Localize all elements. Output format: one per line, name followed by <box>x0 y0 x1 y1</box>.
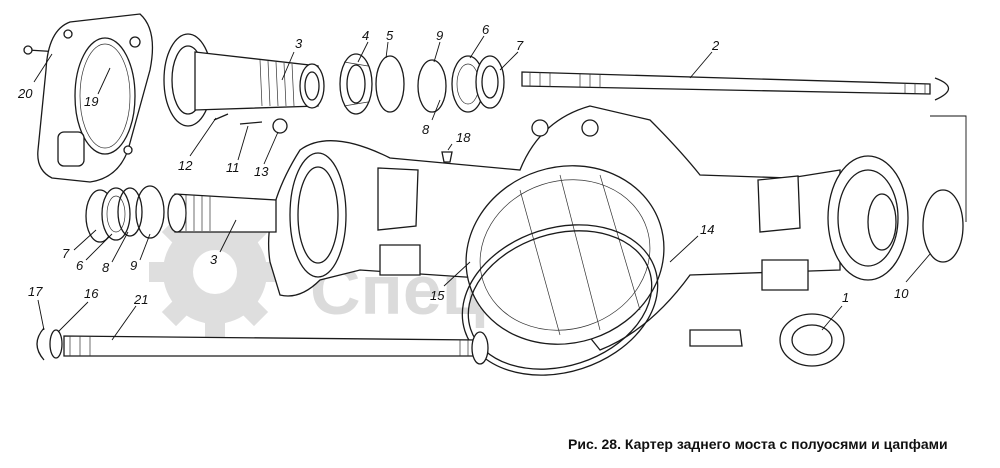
callout-15: 15 <box>430 288 445 303</box>
callout-6-lower: 6 <box>76 258 84 273</box>
callout-5: 5 <box>386 28 394 43</box>
callout-18: 18 <box>456 130 471 145</box>
callout-20: 20 <box>17 86 33 101</box>
part-15-gasket <box>461 224 659 376</box>
callout-17: 17 <box>28 284 43 299</box>
callout-13: 13 <box>254 164 269 179</box>
callout-9-upper: 9 <box>436 28 443 43</box>
callout-10: 10 <box>894 286 909 301</box>
callout-labels: 20 19 3 4 5 9 6 7 8 2 12 11 13 18 7 6 8 … <box>17 22 909 307</box>
part-4-bearing <box>339 53 373 115</box>
callout-11: 11 <box>226 160 240 175</box>
callout-7-lower: 7 <box>62 246 70 261</box>
part-16-washer <box>49 329 63 359</box>
part-2-axle-shaft-upper <box>521 71 950 101</box>
callout-2: 2 <box>711 38 720 53</box>
part-19-flange-plate <box>37 13 154 183</box>
part-3-trunnion-lower <box>167 193 277 233</box>
part-10-ring <box>922 189 964 263</box>
callout-7-upper: 7 <box>516 38 524 53</box>
callout-9-lower: 9 <box>130 258 137 273</box>
part-8-ring-lower <box>117 187 143 237</box>
callout-21: 21 <box>133 292 148 307</box>
part-17-circlip <box>36 327 45 361</box>
part-7-bearing-upper <box>475 55 505 109</box>
callout-12: 12 <box>178 158 193 173</box>
figure-caption: Рис. 28. Картер заднего моста с полуосям… <box>568 436 948 452</box>
part-6-bearing-lower <box>101 187 131 241</box>
part-13-nut <box>272 118 288 134</box>
callout-4: 4 <box>362 28 369 43</box>
callout-6-upper: 6 <box>482 22 490 37</box>
callout-1: 1 <box>842 290 849 305</box>
callout-8-lower: 8 <box>102 260 110 275</box>
part-9-ring-lower <box>135 185 165 239</box>
part-3-trunnion-upper <box>163 33 325 127</box>
callout-16: 16 <box>84 286 99 301</box>
callout-14: 14 <box>700 222 714 237</box>
part-12-screw <box>213 113 229 121</box>
part-18-breather <box>441 151 453 163</box>
arrow-housing-to-ring <box>930 115 967 222</box>
leader-lines <box>33 35 931 341</box>
part-housing-right-flange <box>827 155 909 281</box>
part-11-bolt <box>239 121 263 125</box>
part-1-cup <box>689 313 845 367</box>
part-14-axle-housing <box>267 105 841 351</box>
callout-3-lower: 3 <box>210 252 218 267</box>
callout-19: 19 <box>84 94 98 109</box>
part-9-ring-upper <box>417 59 447 113</box>
callout-8-upper: 8 <box>422 122 430 137</box>
part-5-ring <box>375 55 405 113</box>
part-21-axle-shaft-lower <box>63 331 489 365</box>
callout-3-upper: 3 <box>295 36 303 51</box>
